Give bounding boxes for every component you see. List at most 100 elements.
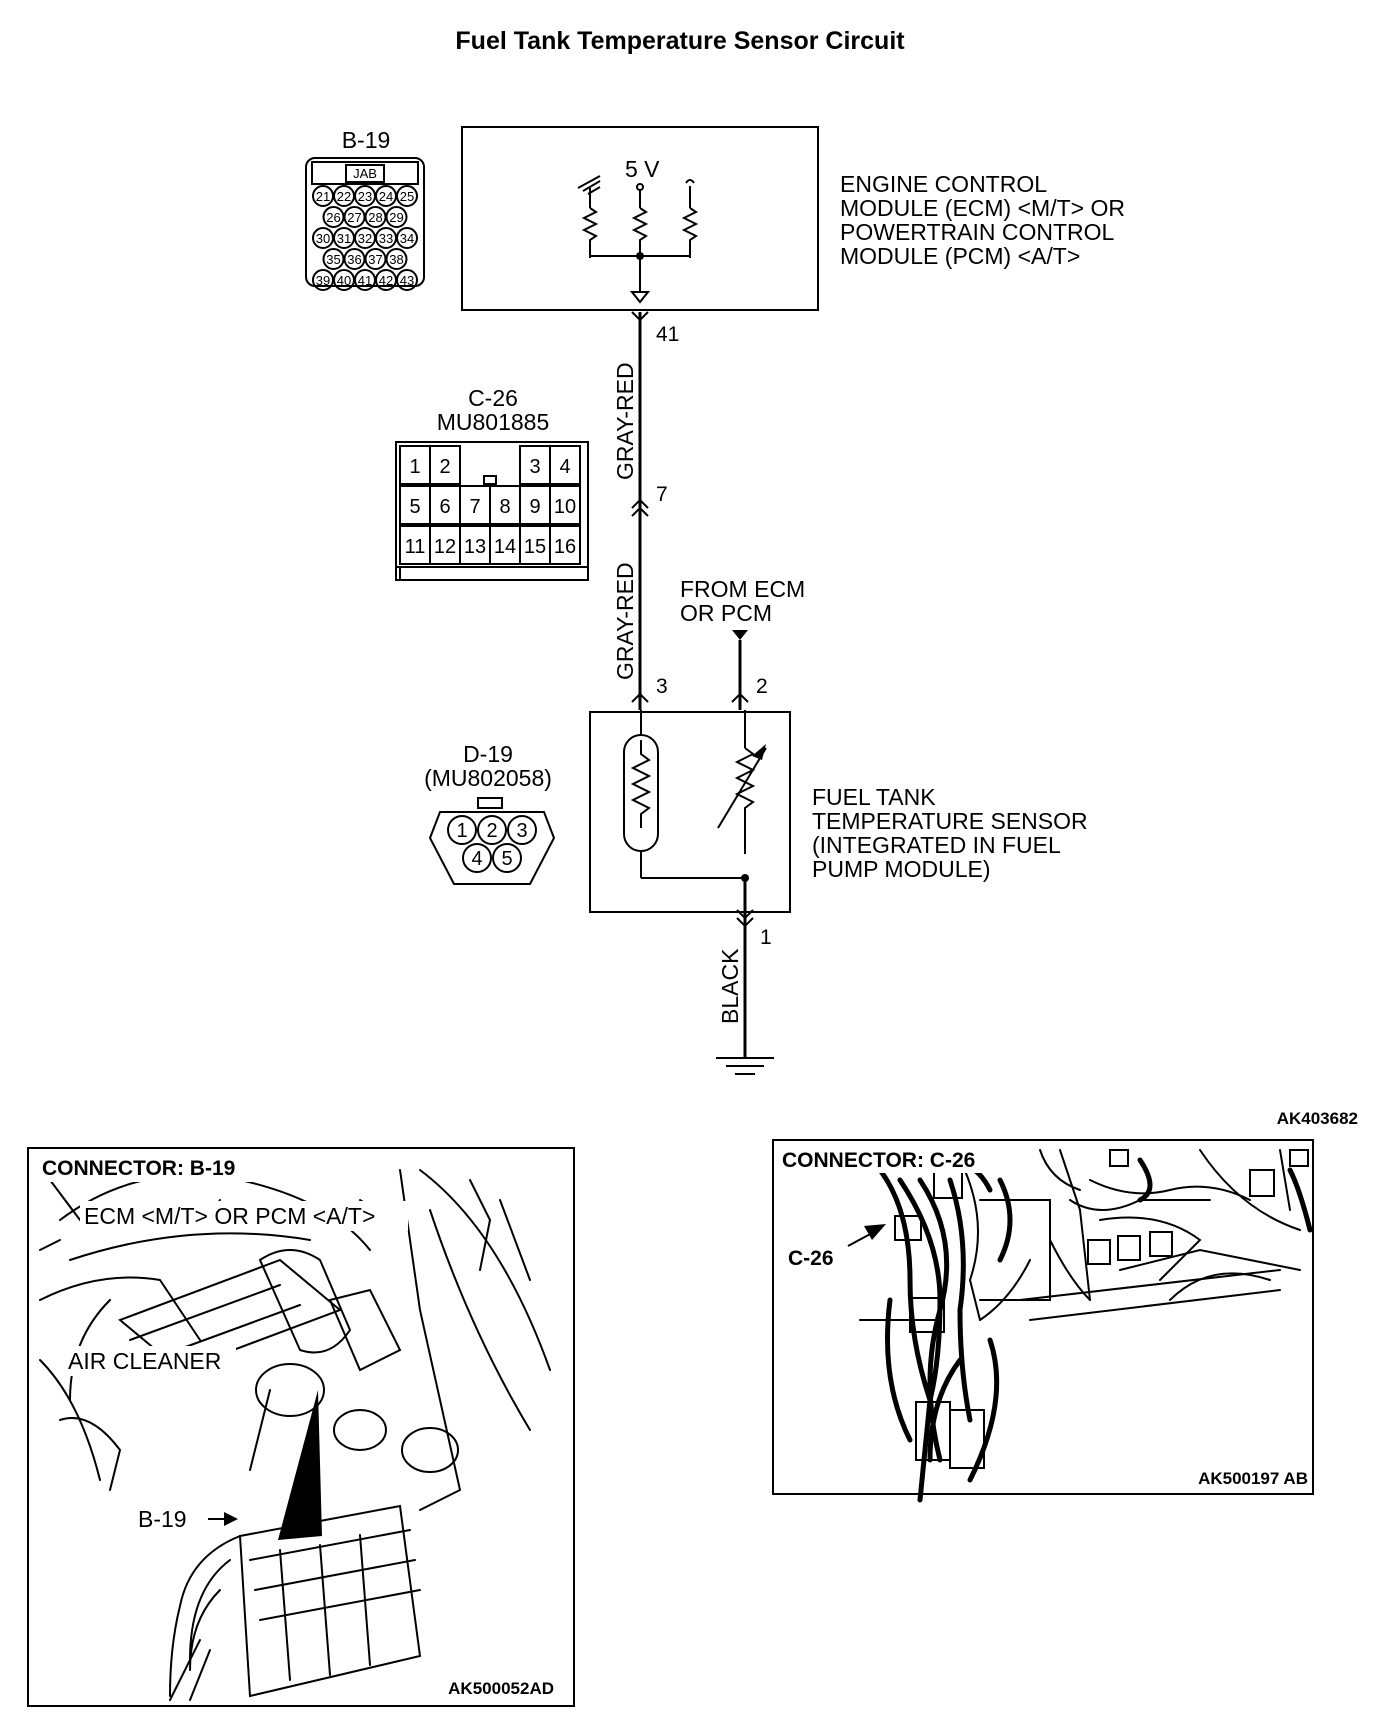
c26-cell-label: 14 (494, 536, 516, 558)
svg-text:PUMP MODULE): PUMP MODULE) (812, 856, 991, 882)
c26-cell-label: 3 (529, 456, 540, 478)
diagram-title: Fuel Tank Temperature Sensor Circuit (455, 27, 905, 55)
c26-cell-label: 10 (554, 496, 576, 518)
c26-cell-label: 8 (499, 496, 510, 518)
c26-cell-label: 9 (529, 496, 540, 518)
c26-cell-label: 7 (469, 496, 480, 518)
left-panel-title: CONNECTOR: B-19 (42, 1157, 235, 1180)
svg-text:MODULE (PCM) <A/T>: MODULE (PCM) <A/T> (840, 243, 1080, 269)
d19-pin (477, 815, 507, 845)
right-panel-title: CONNECTOR: C-26 (782, 1149, 975, 1172)
b19-pin-label: 32 (358, 231, 372, 246)
left-panel-pointer: B-19 (138, 1506, 187, 1532)
ecm-label: ENGINE CONTROL MODULE (ECM) <M/T> OR POW… (840, 171, 1125, 269)
svg-text:TEMPERATURE SENSOR: TEMPERATURE SENSOR (812, 808, 1088, 834)
svg-text:MU801885: MU801885 (437, 409, 550, 435)
ecm-voltage-label: 5 V (625, 156, 660, 182)
b19-pin (396, 185, 418, 207)
svg-text:FROM ECM: FROM ECM (680, 576, 805, 602)
svg-text:JAB: JAB (353, 166, 377, 181)
wire-gray-red (631, 311, 649, 710)
svg-text:C-26: C-26 (468, 385, 518, 411)
b19-pin (385, 206, 408, 228)
diagram-code-main: AK403682 (1277, 1109, 1358, 1128)
from-ecm-label: FROM ECM OR PCM (680, 576, 805, 626)
c26-cell-label: 1 (409, 456, 420, 478)
wire-color-lower: GRAY-RED (612, 562, 638, 680)
svg-text:(MU802058): (MU802058) (424, 765, 552, 791)
c26-cell-label: 5 (409, 496, 420, 518)
c26-cell (549, 445, 581, 485)
c26-cell-label: 13 (464, 536, 486, 558)
b19-pin-label: 27 (347, 210, 361, 225)
b19-pin (396, 269, 418, 291)
svg-text:B-19: B-19 (342, 127, 391, 153)
left-panel-ecm-label: ECM <M/T> OR PCM <A/T> (84, 1203, 375, 1229)
ecm-block: 5 V (461, 126, 819, 311)
right-panel-pointer: C-26 (788, 1247, 834, 1270)
c26-cell (549, 525, 581, 565)
svg-text:(INTEGRATED IN FUEL: (INTEGRATED IN FUEL (812, 832, 1061, 858)
d19-pin (507, 815, 537, 845)
b19-pin-label: 30 (316, 231, 330, 246)
b19-pin-label: 35 (326, 252, 340, 267)
c26-cell-label: 6 (439, 496, 450, 518)
c26-cell-label: 11 (405, 536, 426, 558)
d19-pin (447, 815, 477, 845)
b19-pin-label: 39 (316, 273, 330, 288)
svg-text:FUEL TANK: FUEL TANK (812, 784, 936, 810)
c26-cell-label: 4 (559, 456, 570, 478)
d19-pin-label: 3 (516, 820, 527, 842)
pin-3-label: 3 (656, 675, 668, 698)
d19-pin (492, 843, 522, 873)
b19-pin-label: 24 (379, 189, 393, 204)
b19-pin-label: 25 (400, 189, 414, 204)
c26-cell (549, 485, 581, 525)
b19-pin-label: 37 (368, 252, 382, 267)
b19-pin (385, 248, 408, 270)
sensor-label: FUEL TANK TEMPERATURE SENSOR (INTEGRATED… (812, 784, 1088, 882)
b19-pin-label: 40 (337, 273, 351, 288)
wire-color-upper: GRAY-RED (612, 362, 638, 480)
d19-pin-label: 5 (501, 848, 512, 870)
b19-pin-label: 26 (326, 210, 340, 225)
c26-cell-label: 12 (434, 536, 456, 558)
diagram-code-right: AK500197 AB (1198, 1469, 1308, 1488)
b19-pin-label: 22 (337, 189, 351, 204)
b19-pin-label: 34 (400, 231, 414, 246)
b19-pin-label: 29 (389, 210, 403, 225)
c26-cell-label: 16 (554, 536, 576, 558)
c26-cell (429, 445, 461, 485)
b19-pin-label: 23 (358, 189, 372, 204)
wire-color-ground: BLACK (717, 948, 743, 1024)
svg-text:D-19: D-19 (463, 741, 513, 767)
b19-pin (396, 227, 418, 249)
b19-pin-label: 43 (400, 273, 414, 288)
b19-pin-label: 31 (337, 231, 351, 246)
svg-text:ENGINE CONTROL: ENGINE CONTROL (840, 171, 1047, 197)
b19-pin-label: 38 (389, 252, 403, 267)
svg-text:POWERTRAIN CONTROL: POWERTRAIN CONTROL (840, 219, 1115, 245)
b19-pin-label: 21 (316, 189, 330, 204)
connector-c26-location-panel: CONNECTOR: C-26 C-26 AK500197 AB (772, 1139, 1314, 1503)
wire-from-ecm (731, 630, 749, 710)
fuel-tank-sensor-block (589, 710, 791, 913)
d19-pin-label: 1 (456, 820, 467, 842)
wire-ground (716, 909, 774, 1075)
c26-cell-label: 15 (524, 536, 546, 558)
connector-b19-location-panel: CONNECTOR: B-19 ECM <M/T> OR PCM <A/T> A… (27, 1147, 575, 1707)
b19-pin-label: 33 (379, 231, 393, 246)
connector-b19-face: B-19 JAB 21 22 23 24 25 26 27 28 29 30 31 32 33 34 35 3… (305, 127, 425, 291)
d19-pin-label: 2 (486, 820, 497, 842)
pin-1-label: 1 (760, 926, 772, 949)
b19-pin-label: 28 (368, 210, 382, 225)
d19-pin-label: 4 (471, 848, 482, 870)
air-cleaner-label: AIR CLEANER (68, 1348, 221, 1374)
c26-cell-label: 2 (439, 456, 450, 478)
b19-pin-label: 42 (379, 273, 393, 288)
d19-pin (462, 843, 492, 873)
svg-text:OR PCM: OR PCM (680, 600, 772, 626)
